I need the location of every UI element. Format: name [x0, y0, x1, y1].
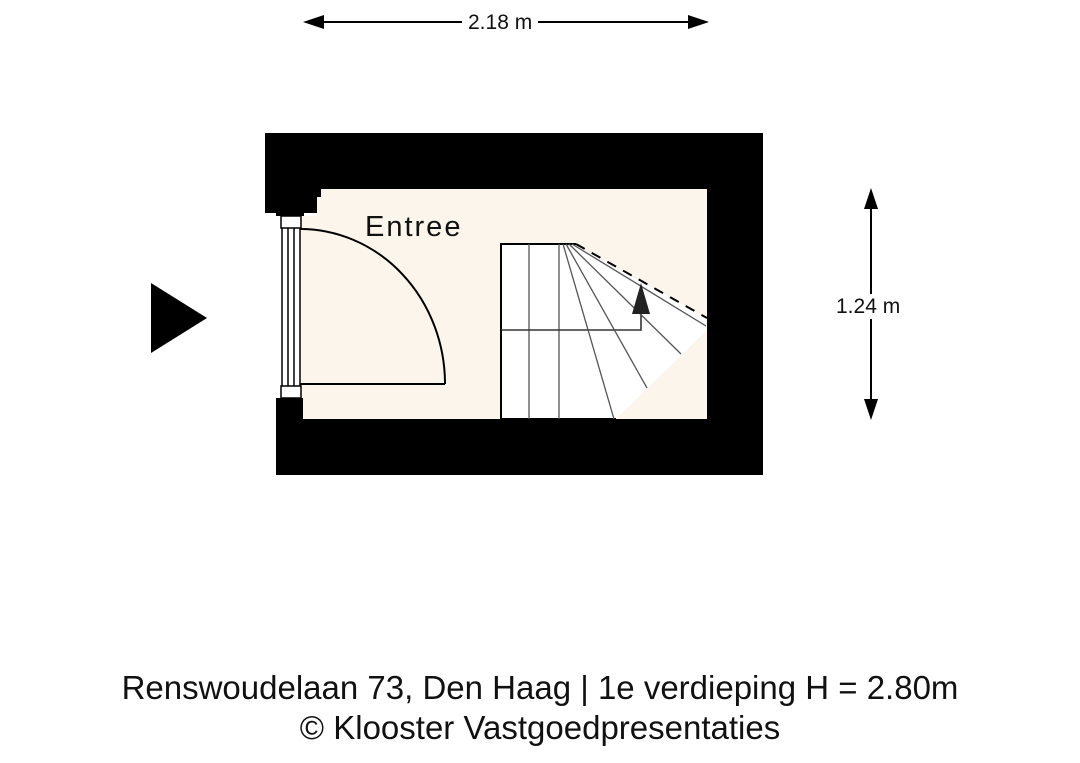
arrow-down-icon	[864, 399, 878, 420]
door-swing	[299, 228, 446, 385]
walls	[265, 133, 763, 475]
width-dimension-label: 2.18 m	[462, 12, 539, 33]
arrow-up-icon	[864, 188, 878, 209]
caption-copyright: © Klooster Vastgoedpresentaties	[299, 709, 781, 746]
stair-up-arrow-icon	[632, 283, 650, 314]
height-dimension-label: 1.24 m	[836, 294, 901, 319]
staircase	[500, 243, 708, 420]
room-label-entree: Entree	[365, 211, 463, 243]
arrow-right-icon	[688, 15, 709, 29]
entrance-door-frame	[280, 215, 302, 399]
arrow-left-icon	[303, 15, 324, 29]
caption-address: Renswoudelaan 73, Den Haag | 1e verdiepi…	[121, 669, 959, 706]
entrance-arrow-icon	[151, 283, 207, 353]
